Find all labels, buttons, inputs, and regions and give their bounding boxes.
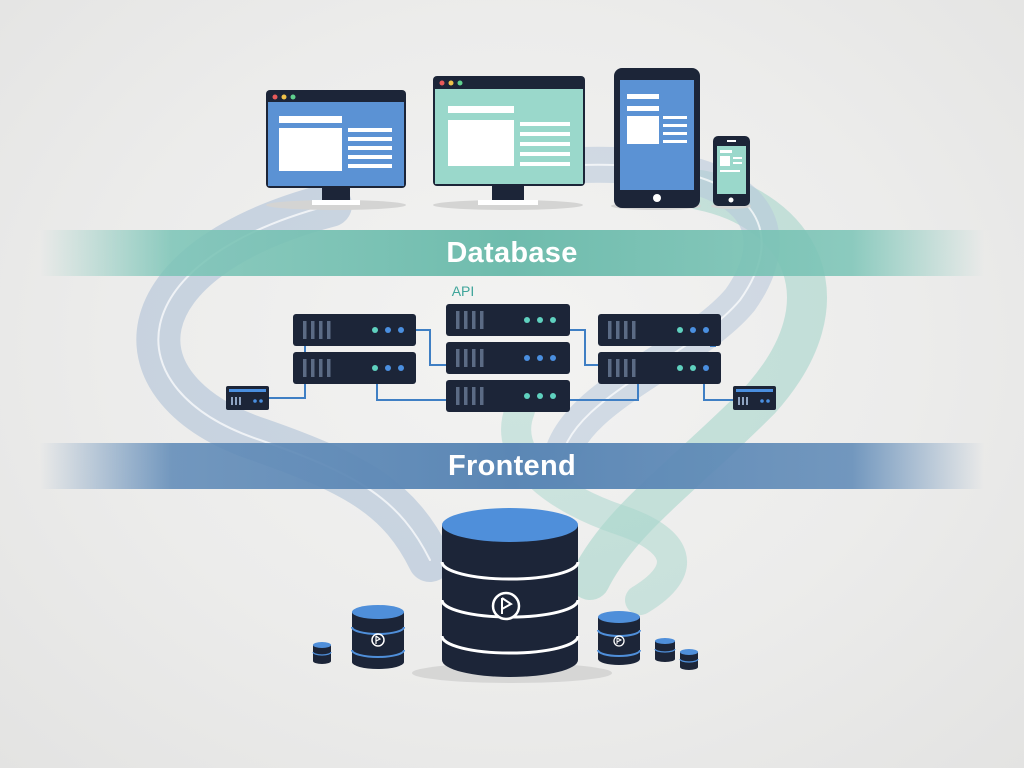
database-cylinder-icon — [597, 611, 641, 665]
connector-line — [376, 384, 446, 401]
frontend-band: Frontend — [40, 443, 984, 489]
database-cylinder-icon — [679, 649, 699, 670]
server-rack-icon — [293, 314, 416, 384]
smartphone-icon — [713, 136, 750, 206]
flow-ribbon-blue-right-line — [559, 163, 763, 471]
small-server-icon — [733, 386, 776, 410]
connector-line — [703, 384, 734, 401]
desktop-monitor-icon — [266, 90, 406, 205]
database-cylinder-icon — [351, 605, 405, 669]
frontend-band-label: Frontend — [447, 449, 577, 482]
small-server-icon — [226, 386, 269, 410]
database-band-label: Database — [446, 236, 578, 269]
connector-line — [416, 329, 446, 366]
database-cylinder-icon — [440, 508, 580, 677]
database-band: Database — [40, 230, 984, 276]
server-rack-icon — [598, 314, 721, 384]
desktop-monitor-icon — [433, 76, 585, 205]
database-cylinder-icon — [312, 642, 332, 664]
api-label: API — [451, 283, 475, 299]
connector-line — [570, 384, 639, 401]
tablet-icon — [614, 68, 700, 208]
server-rack-icon — [446, 304, 570, 412]
database-cylinder-icon — [654, 638, 676, 662]
connector-line — [570, 329, 598, 366]
